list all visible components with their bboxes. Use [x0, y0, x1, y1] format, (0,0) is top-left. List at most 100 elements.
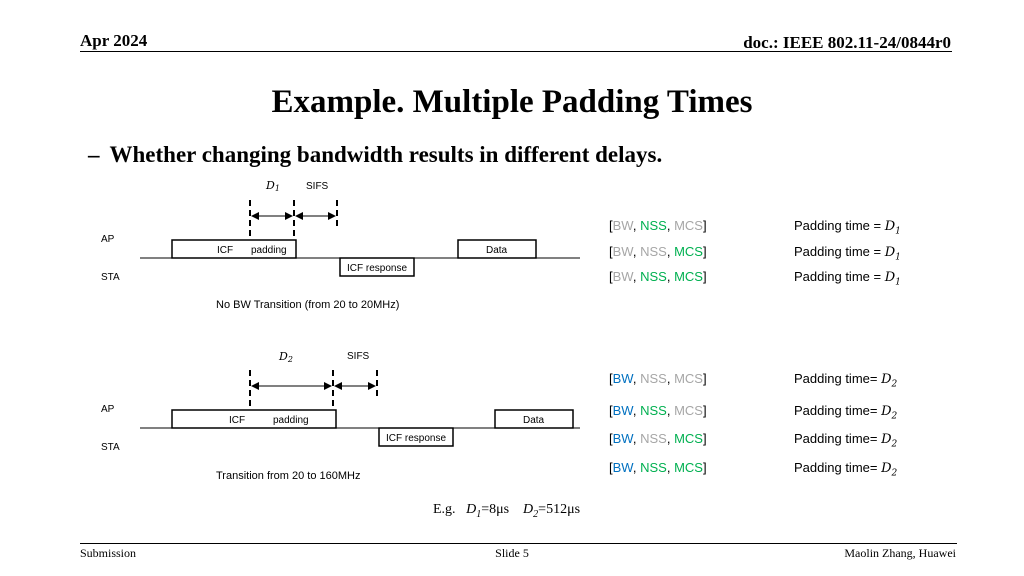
bracket-open: [: [609, 403, 613, 418]
d1-label: D1: [265, 179, 280, 193]
param-bw: BW: [612, 244, 633, 259]
param-mcs: MCS: [674, 269, 703, 284]
d2-letter: D: [278, 350, 288, 363]
param-mcs: MCS: [674, 244, 703, 259]
example-d2-value: =512μs: [538, 502, 581, 517]
param-nss: NSS: [640, 460, 667, 475]
bracket-open: [: [609, 244, 613, 259]
sta-label-2: STA: [101, 442, 120, 453]
param-bw: BW: [612, 269, 633, 284]
bracket-close: ]: [702, 244, 707, 259]
param-nss: NSS: [640, 244, 667, 259]
padding-time-label: Padding time =: [794, 218, 885, 233]
bracket-open: [: [609, 460, 613, 475]
bracket-close: ]: [702, 269, 707, 284]
example-d1-value: =8μs: [481, 502, 510, 517]
bracket-open: [: [609, 431, 613, 446]
data-frame: [457, 239, 537, 259]
example-prefix: E.g.: [433, 502, 456, 517]
sep: ,: [632, 371, 641, 386]
sep: ,: [666, 244, 675, 259]
sep: ,: [632, 460, 641, 475]
padding-time-label: Padding time=: [794, 431, 882, 446]
padding-time-value: D1: [884, 245, 901, 263]
bracket-open: [: [609, 218, 613, 233]
padding-time-label: Padding time =: [794, 269, 885, 284]
diagram2-caption: Transition from 20 to 160MHz: [216, 470, 360, 482]
param-row: [BW, NSS, MCS]: [609, 218, 707, 233]
param-mcs: MCS: [674, 371, 703, 386]
param-mcs: MCS: [674, 460, 703, 475]
padding-time-value: D2: [881, 372, 898, 390]
icf-response-frame: [339, 257, 415, 277]
padding-time-label: Padding time =: [794, 244, 885, 259]
icf-response-label-2: ICF response: [386, 433, 446, 444]
sep: ,: [666, 403, 675, 418]
ap-label: AP: [101, 234, 115, 245]
data-frame-2: [494, 409, 574, 429]
example-values: E.g. D1=8μs D2=512μs: [433, 502, 580, 520]
d1-letter: D: [265, 179, 275, 192]
bracket-open: [: [609, 371, 613, 386]
param-bw: BW: [612, 460, 633, 475]
param-bw: BW: [612, 218, 633, 233]
bullet-point: –Whether changing bandwidth results in d…: [88, 142, 662, 168]
padding-time: Padding time = D1: [794, 269, 901, 288]
bracket-close: ]: [702, 403, 707, 418]
param-nss: NSS: [640, 218, 667, 233]
padding-time-value: D1: [884, 219, 901, 237]
d2-label: D2: [278, 350, 293, 364]
padding-time: Padding time= D2: [794, 460, 897, 479]
sep: ,: [666, 431, 675, 446]
icf-label-2: ICF: [229, 415, 245, 426]
padding-time-label: Padding time=: [794, 460, 882, 475]
param-bw: BW: [612, 431, 633, 446]
padding-time-value: D2: [881, 432, 898, 450]
sta-label: STA: [101, 272, 120, 283]
sep: ,: [666, 269, 675, 284]
header-date: Apr 2024: [80, 31, 148, 50]
bracket-close: ]: [702, 218, 707, 233]
padding-time-label: Padding time=: [794, 403, 882, 418]
diagram-bw-transition: D2 SIFS AP STA ICF padding ICF response …: [101, 350, 580, 482]
sep: ,: [666, 371, 675, 386]
param-mcs: MCS: [674, 431, 703, 446]
param-row: [BW, NSS, MCS]: [609, 403, 707, 418]
icf-label: ICF: [217, 245, 233, 256]
sep: ,: [666, 218, 675, 233]
bullet-dash: –: [88, 142, 100, 167]
icf-padding-frame-2: [171, 409, 337, 429]
bracket-open: [: [609, 269, 613, 284]
param-row: [BW, NSS, MCS]: [609, 431, 707, 446]
param-row: [BW, NSS, MCS]: [609, 269, 707, 284]
sifs-label: SIFS: [306, 181, 329, 192]
footer-submission: Submission: [80, 546, 137, 560]
padding-label-2: padding: [273, 415, 309, 426]
padding-time: Padding time= D2: [794, 403, 897, 422]
sep: ,: [632, 218, 641, 233]
footer-slide-number: Slide 5: [495, 546, 529, 560]
param-nss: NSS: [640, 371, 667, 386]
icf-padding-frame: [171, 239, 297, 259]
sep: ,: [632, 269, 641, 284]
sep: ,: [666, 460, 675, 475]
ap-label-2: AP: [101, 404, 115, 415]
padding-time-label: Padding time=: [794, 371, 882, 386]
padding-time-value: D2: [881, 461, 898, 479]
sep: ,: [632, 403, 641, 418]
padding-label: padding: [251, 245, 287, 256]
param-row: [BW, NSS, MCS]: [609, 371, 707, 386]
data-label-2: Data: [523, 415, 545, 426]
param-nss: NSS: [640, 403, 667, 418]
padding-time: Padding time= D2: [794, 431, 897, 450]
param-nss: NSS: [640, 431, 667, 446]
param-row: [BW, NSS, MCS]: [609, 460, 707, 475]
example-d2: D2: [523, 502, 539, 520]
d2-sub: 2: [287, 355, 293, 364]
header-rule: [80, 51, 952, 52]
bracket-close: ]: [702, 371, 707, 386]
padding-time-value: D2: [881, 404, 898, 422]
data-label: Data: [486, 245, 508, 256]
bracket-close: ]: [702, 460, 707, 475]
